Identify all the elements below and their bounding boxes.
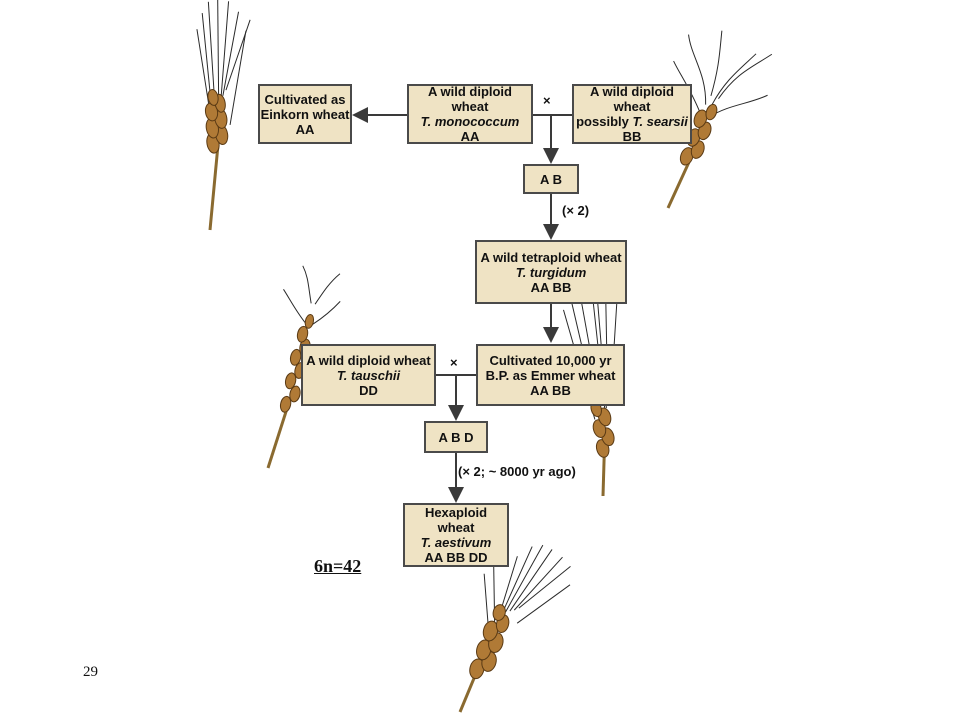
emmer-line2: B.P. as Emmer wheat: [485, 367, 616, 383]
searsii-line2: possibly T. searsii: [576, 114, 688, 129]
tetraploid-line3: AA BB: [530, 279, 572, 295]
emmer-line3: AA BB: [530, 382, 571, 398]
searsii-line3: BB: [622, 129, 642, 144]
ab-label: A B: [540, 171, 562, 187]
doubling-label-2: (× 2; ~ 8000 yr ago): [458, 464, 576, 479]
searsii-line2-prefix: possibly: [576, 114, 633, 129]
tetraploid-box: A wild tetraploid wheat T. turgidum AA B…: [475, 240, 627, 304]
tauschii-line1: A wild diploid wheat: [306, 352, 431, 368]
searsii-line2-species: T. searsii: [632, 114, 688, 129]
einkorn-line3: AA: [295, 121, 315, 137]
doubling-label-1: (× 2): [562, 203, 590, 218]
chromosome-count-annotation: 6n=42: [314, 556, 362, 576]
tetraploid-line2: T. turgidum: [515, 264, 587, 280]
cross-symbol-1: ×: [543, 93, 551, 108]
wheat-ear-icon: [196, 0, 251, 231]
monococcum-line3: AA: [460, 129, 480, 144]
page-number: 29: [83, 664, 98, 680]
tauschii-line2: T. tauschii: [336, 367, 401, 383]
abd-box: A B D: [424, 421, 488, 453]
wheat-ear-icon: [666, 30, 773, 209]
searsii-line1: A wild diploid wheat: [589, 84, 674, 114]
emmer-line1: Cultivated 10,000 yr: [489, 352, 612, 368]
ab-box: A B: [523, 164, 579, 194]
monococcum-line1: A wild diploid wheat: [427, 84, 512, 114]
cross-symbol-2: ×: [450, 355, 458, 370]
hexaploid-box: Hexaploid wheat T. aestivum AA BB DD: [403, 503, 509, 567]
hexaploid-line2: T. aestivum: [420, 535, 492, 550]
tauschii-line3: DD: [359, 382, 378, 398]
monococcum-box: A wild diploid wheat T. monococcum AA: [407, 84, 533, 144]
abd-label: A B D: [438, 429, 474, 445]
tetraploid-line1: A wild tetraploid wheat: [480, 249, 622, 265]
monococcum-line2: T. monococcum: [420, 114, 520, 129]
wheat-ear-icon: [458, 544, 571, 713]
emmer-box: Cultivated 10,000 yr B.P. as Emmer wheat…: [476, 344, 625, 406]
searsii-box: A wild diploid wheat possibly T. searsii…: [572, 84, 692, 144]
einkorn-line1: Cultivated as: [264, 91, 346, 107]
hexaploid-line1: Hexaploid wheat: [424, 505, 488, 535]
tauschii-box: A wild diploid wheat T. tauschii DD: [301, 344, 436, 406]
einkorn-box: Cultivated as Einkorn wheat AA: [258, 84, 352, 144]
einkorn-line2: Einkorn wheat: [260, 106, 350, 122]
hexaploid-line3: AA BB DD: [424, 550, 488, 565]
